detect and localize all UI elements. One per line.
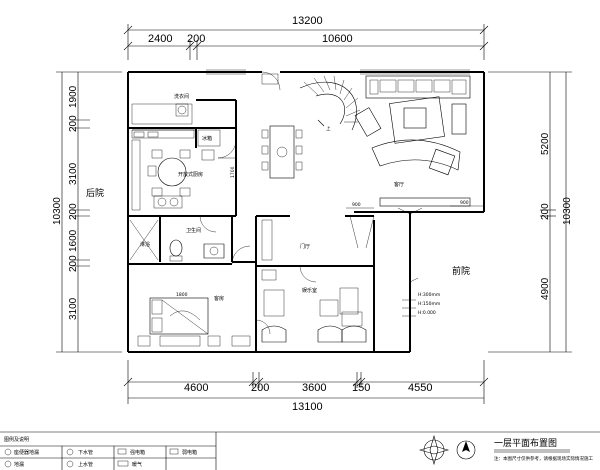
drawing-title: 一层平面布置图 [494, 437, 557, 449]
legend-item-6: 上水管 [78, 461, 93, 468]
dim-1800: 1800 [176, 292, 188, 298]
bathroom: 卫生间 淋浴 [129, 219, 225, 262]
drain-pipe-icon [66, 448, 74, 456]
dim-bottom-seg-5: 4550 [408, 382, 432, 394]
water-pipe-icon [66, 460, 74, 468]
dim-bottom-seg-2: 200 [251, 382, 269, 394]
strong-box-icon [117, 448, 127, 455]
toilet-drain-icon [4, 448, 12, 456]
living-room-furniture: 客厅 900 900 [346, 75, 484, 215]
dim-left-total: 10300 [52, 197, 63, 225]
dim-left-seg-5: 1600 [68, 229, 79, 252]
fridge-label: 冰箱 [202, 135, 212, 142]
legend-item-4: 弱电箱 [182, 449, 197, 456]
living-room-label: 客厅 [394, 181, 404, 188]
dim-bottom-seg-4: 150 [352, 382, 370, 394]
dim-1700: 1700 [230, 166, 236, 178]
dim-right-seg-3: 4900 [540, 277, 551, 300]
drawing-note: 注：本图尺寸仅供参考，请根据现场实际情况施工 [494, 455, 593, 462]
dining-table [261, 73, 303, 179]
exterior-walls [127, 69, 485, 353]
stair-up-label: 上 [326, 125, 331, 132]
dim-bottom-seg-1: 4600 [184, 382, 208, 394]
frontyard-label: 前院 [452, 265, 470, 277]
right-dimension-chain: 5200 200 4900 10300 [488, 71, 573, 353]
top-dimension-chain: 13200 2400 200 10600 [123, 15, 489, 60]
left-dimension-chain: 10300 1900 200 3100 200 1600 200 3100 [52, 71, 122, 353]
recreation-label: 娱乐室 [302, 287, 317, 294]
dim-left-seg-2: 200 [68, 115, 79, 132]
dim-900-b: 900 [460, 200, 469, 206]
legend-item-3: 强电箱 [130, 449, 145, 456]
guest-room-label: 客房 [214, 295, 224, 302]
dim-bottom-total: 13100 [292, 401, 323, 413]
laundry-label: 洗衣间 [174, 93, 189, 100]
legend: 图例及说明 座便器地漏 下水管 强电箱 弱电箱 地漏 上水管 暖气 [0, 431, 600, 470]
shower-label: 淋浴 [140, 241, 150, 248]
guest-room: 1800 客房 [137, 292, 251, 347]
level-marks: H:300mm H:150mm H:0.000 [402, 277, 440, 317]
laundry-kitchen: 洗衣间 冰箱 开放式厨房 1700 [131, 93, 236, 211]
legend-item-2: 下水管 [78, 449, 93, 456]
doors [199, 71, 375, 335]
dim-right-total: 10300 [562, 197, 573, 225]
dim-left-seg-7: 3100 [68, 297, 79, 320]
hall-label: 门厅 [300, 243, 310, 250]
dim-left-seg-4: 200 [68, 203, 79, 220]
spiral-staircase: 上 [299, 75, 361, 132]
dim-left-seg-1: 1900 [68, 85, 79, 108]
legend-item-7: 暖气 [132, 461, 142, 468]
kitchen-label: 开放式厨房 [178, 171, 203, 178]
compass-rose-icon [418, 434, 450, 466]
legend-title: 图例及说明 [4, 436, 29, 443]
level-3: H:0.000 [418, 310, 436, 316]
level-1: H:300mm [418, 292, 440, 298]
dim-right-seg-1: 5200 [540, 132, 551, 155]
title-block: 一层平面布置图 注：本图尺寸仅供参考，请根据现场实际情况施工 [494, 437, 593, 462]
dim-right-seg-2: 200 [540, 203, 551, 220]
dim-top-seg-2: 200 [187, 33, 205, 45]
hall-and-recreation: 门厅 娱乐室 [261, 219, 367, 343]
bottom-dimension-chain: 4600 200 3600 150 4550 13100 [123, 360, 489, 413]
legend-item-5: 地漏 [14, 461, 24, 468]
legend-item-1: 座便器地漏 [14, 449, 39, 456]
weak-box-icon [169, 448, 179, 455]
radiator-icon [117, 460, 129, 467]
dim-left-seg-6: 200 [68, 255, 79, 272]
bathroom-label: 卫生间 [186, 227, 201, 234]
floor-drain-icon [4, 460, 12, 468]
dim-top-seg-3: 10600 [322, 33, 353, 45]
dim-left-seg-3: 3100 [68, 162, 79, 185]
dim-top-total: 13200 [292, 15, 323, 27]
dim-900-a: 900 [352, 202, 361, 208]
backyard-label: 后院 [86, 187, 104, 199]
north-arrow-icon [456, 440, 476, 460]
level-2: H:150mm [418, 301, 440, 307]
dim-top-seg-1: 2400 [148, 33, 172, 45]
dim-bottom-seg-3: 3600 [302, 382, 326, 394]
